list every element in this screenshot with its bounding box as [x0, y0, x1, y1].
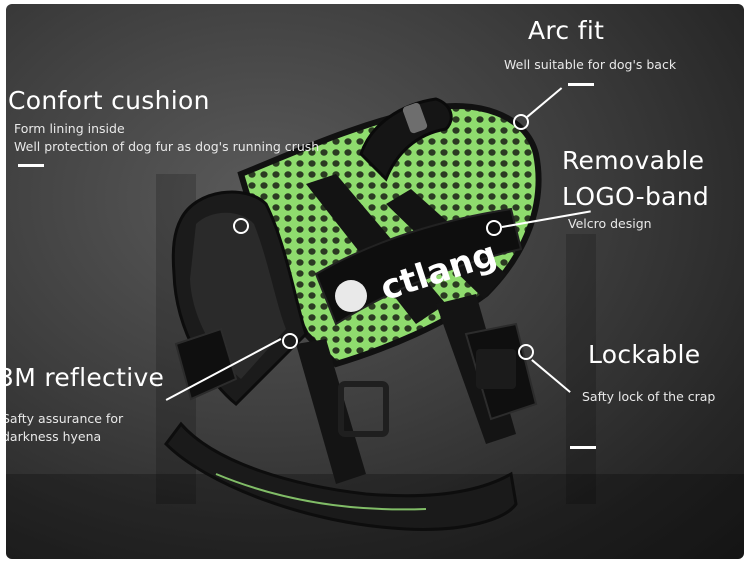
- product-photo-panel: ctlang Arc fit Well suitable for dog's b…: [6, 4, 744, 559]
- comfort-cushion-desc-1: Form lining inside: [14, 121, 125, 136]
- lockable-title: Lockable: [588, 340, 701, 369]
- callout-marker-arc-fit: [513, 114, 529, 130]
- logo-band: [314, 207, 523, 326]
- reflective-desc-2: darkness hyena: [6, 429, 102, 444]
- logo-band-desc: Velcro design: [568, 216, 652, 231]
- callout-marker-reflective: [282, 333, 298, 349]
- belly-band: [164, 421, 518, 531]
- arc-fit-desc: Well suitable for dog's back: [504, 57, 677, 72]
- buckle-left: [174, 327, 238, 401]
- dog-harness-illustration: ctlang: [164, 97, 542, 531]
- lockable-desc: Safty lock of the crap: [582, 389, 716, 404]
- callout-marker-cushion: [233, 218, 249, 234]
- reflective-title: 3M reflective: [6, 363, 165, 392]
- callout-marker-lockable: [518, 344, 534, 360]
- strap-front-left: [296, 339, 366, 484]
- arc-fit-title: Arc fit: [528, 16, 605, 45]
- divider-dash: [568, 83, 594, 86]
- logo-band-title-line1: Removable: [562, 146, 705, 175]
- top-handle: [359, 97, 453, 182]
- divider-dash: [18, 164, 44, 167]
- background-tree-shadow: [566, 234, 596, 504]
- reflective-desc-1: Safty assurance for: [6, 411, 124, 426]
- divider-dash: [570, 446, 596, 449]
- callout-marker-logo: [486, 220, 502, 236]
- comfort-cushion-desc-2: Well protection of dog fur as dog's runn…: [14, 139, 320, 154]
- logo-band-title-line2: LOGO-band: [562, 182, 710, 211]
- comfort-cushion-title: Confort cushion: [8, 86, 210, 115]
